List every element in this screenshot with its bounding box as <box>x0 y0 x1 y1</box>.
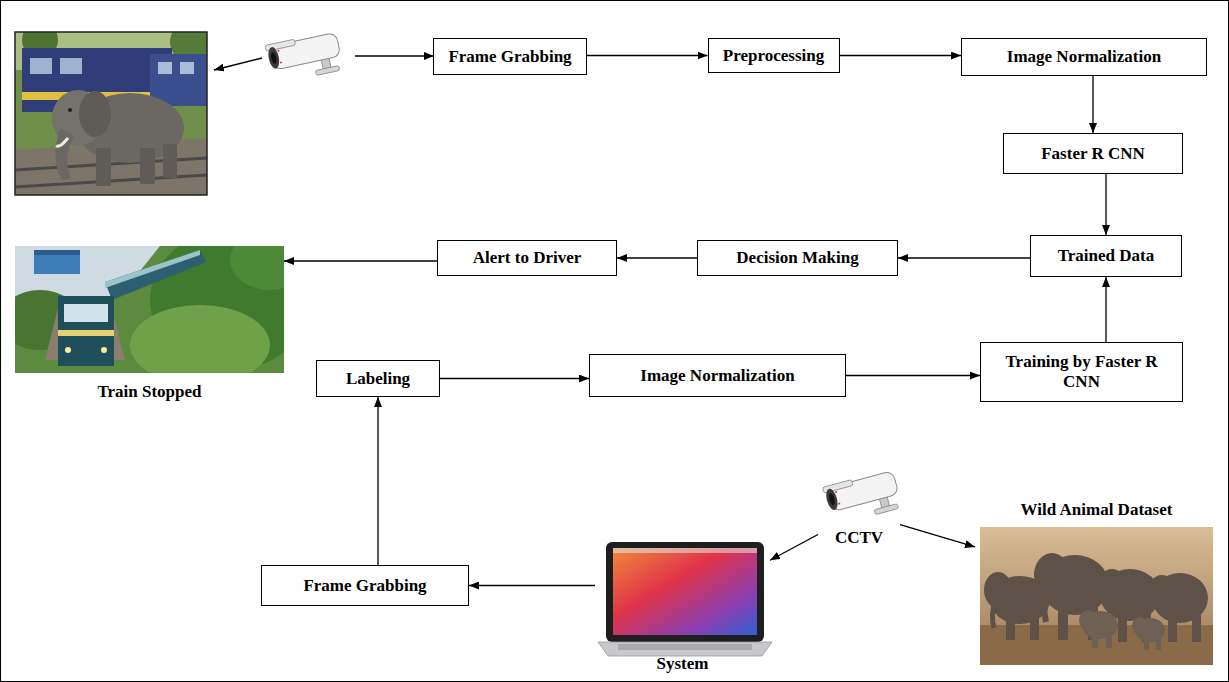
image-caption: CCTV <box>835 528 883 548</box>
flow-arrow <box>1092 76 1093 133</box>
flow-arrow <box>440 378 589 379</box>
flow-arrow <box>469 585 595 586</box>
flow-arrow <box>840 55 962 56</box>
box-label: Image Normalization <box>640 366 794 386</box>
flow-arrow <box>900 525 975 547</box>
camera-feed-arrow <box>355 55 434 56</box>
flow-arrow <box>587 55 708 56</box>
box-label: Labeling <box>346 369 410 389</box>
flow-arrow <box>1105 277 1106 342</box>
flow-arrow <box>898 257 1030 258</box>
process-box: Preprocessing <box>708 38 840 73</box>
flow-arrow <box>284 260 437 261</box>
process-box: Decision Making <box>697 240 898 276</box>
flow-arrow <box>617 257 697 258</box>
cctv-camera <box>265 30 344 84</box>
process-box: Labeling <box>316 360 440 397</box>
flow-arrow <box>770 535 818 561</box>
laptop-illustration <box>598 542 772 656</box>
box-label: Frame Grabbing <box>448 47 571 67</box>
image-caption: Wild Animal Dataset <box>1021 500 1173 520</box>
elephant-track-photo <box>15 32 207 195</box>
flow-arrow <box>1105 174 1106 235</box>
process-box: Alert to Driver <box>437 240 617 276</box>
photo-frame <box>15 32 207 195</box>
process-box: Frame Grabbing <box>261 565 469 606</box>
camera-to-photo-arrow <box>214 58 262 70</box>
captioned-illustration: System <box>595 538 770 676</box>
process-box: Training by Faster R CNN <box>980 342 1183 402</box>
process-box: Trained Data <box>1030 235 1182 277</box>
cctv-camera <box>822 469 902 526</box>
box-label: Training by Faster R CNN <box>995 352 1168 391</box>
box-label: Trained Data <box>1058 246 1155 266</box>
captioned-illustration: Wild Animal Dataset <box>975 498 1218 668</box>
box-label: Decision Making <box>736 248 858 268</box>
captioned-illustration: CCTV <box>818 475 900 550</box>
box-label: Frame Grabbing <box>303 576 426 596</box>
elephant-herd-photo <box>980 527 1213 665</box>
box-label: Alert to Driver <box>473 248 582 268</box>
process-box: Faster R CNN <box>1003 133 1183 174</box>
box-label: Faster R CNN <box>1041 144 1145 164</box>
box-label: Preprocessing <box>723 46 824 66</box>
flow-arrow <box>377 397 378 565</box>
process-box: Frame Grabbing <box>433 38 587 75</box>
process-box: Image Normalization <box>589 354 846 397</box>
image-caption: System <box>657 654 709 674</box>
flow-arrow <box>846 375 980 376</box>
process-box: Image Normalization <box>961 38 1207 76</box>
image-caption: Train Stopped <box>97 382 201 402</box>
captioned-illustration: Train Stopped <box>15 246 284 404</box>
train-photo <box>15 246 284 373</box>
box-label: Image Normalization <box>1007 47 1161 67</box>
